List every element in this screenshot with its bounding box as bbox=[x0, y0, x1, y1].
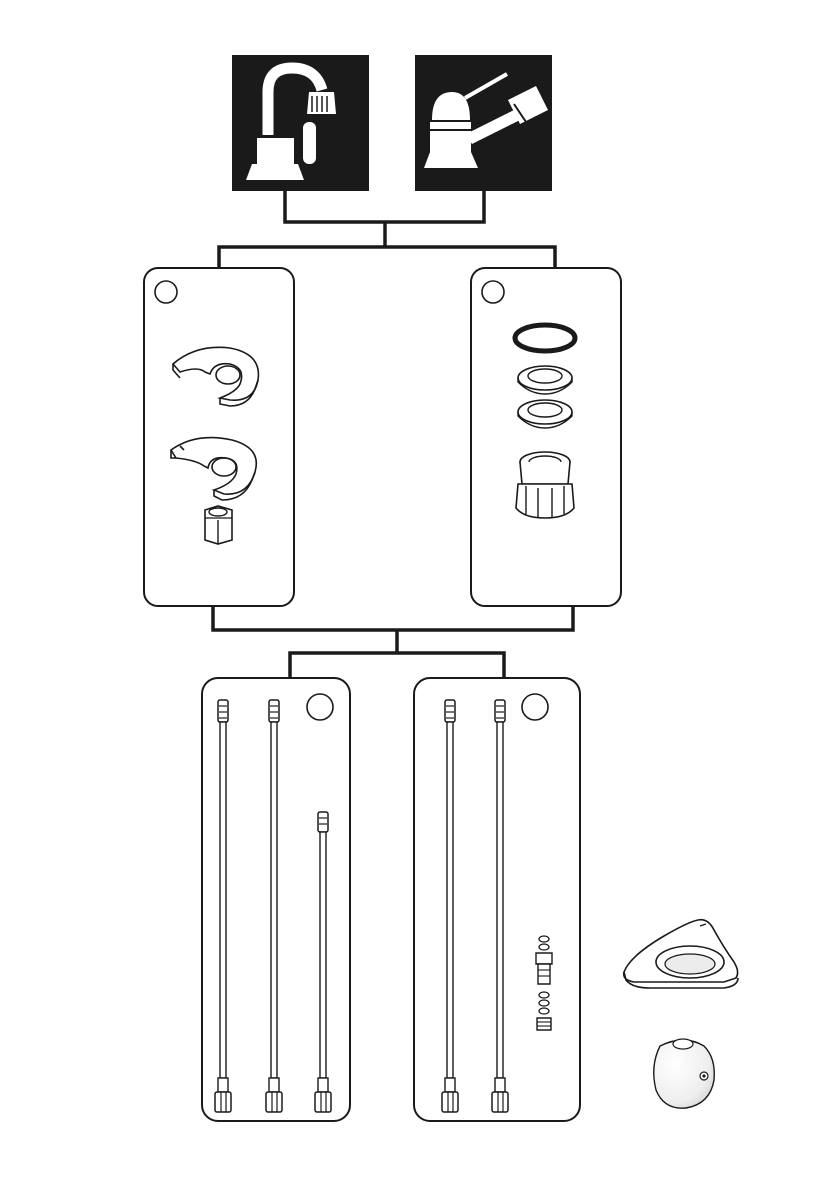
mounting-nut-icon bbox=[516, 452, 574, 518]
deck-plate-icon bbox=[624, 920, 738, 988]
kit-panel-4 bbox=[414, 678, 580, 1121]
kit-panel-1 bbox=[144, 268, 294, 606]
hex-nut-icon bbox=[205, 506, 232, 544]
pull-out-spray-faucet-icon bbox=[415, 55, 552, 191]
handle-knob-icon bbox=[654, 1039, 715, 1108]
kit-panel-3 bbox=[202, 678, 350, 1121]
kit-panel-2 bbox=[471, 268, 621, 606]
gooseneck-faucet-icon bbox=[232, 55, 369, 191]
